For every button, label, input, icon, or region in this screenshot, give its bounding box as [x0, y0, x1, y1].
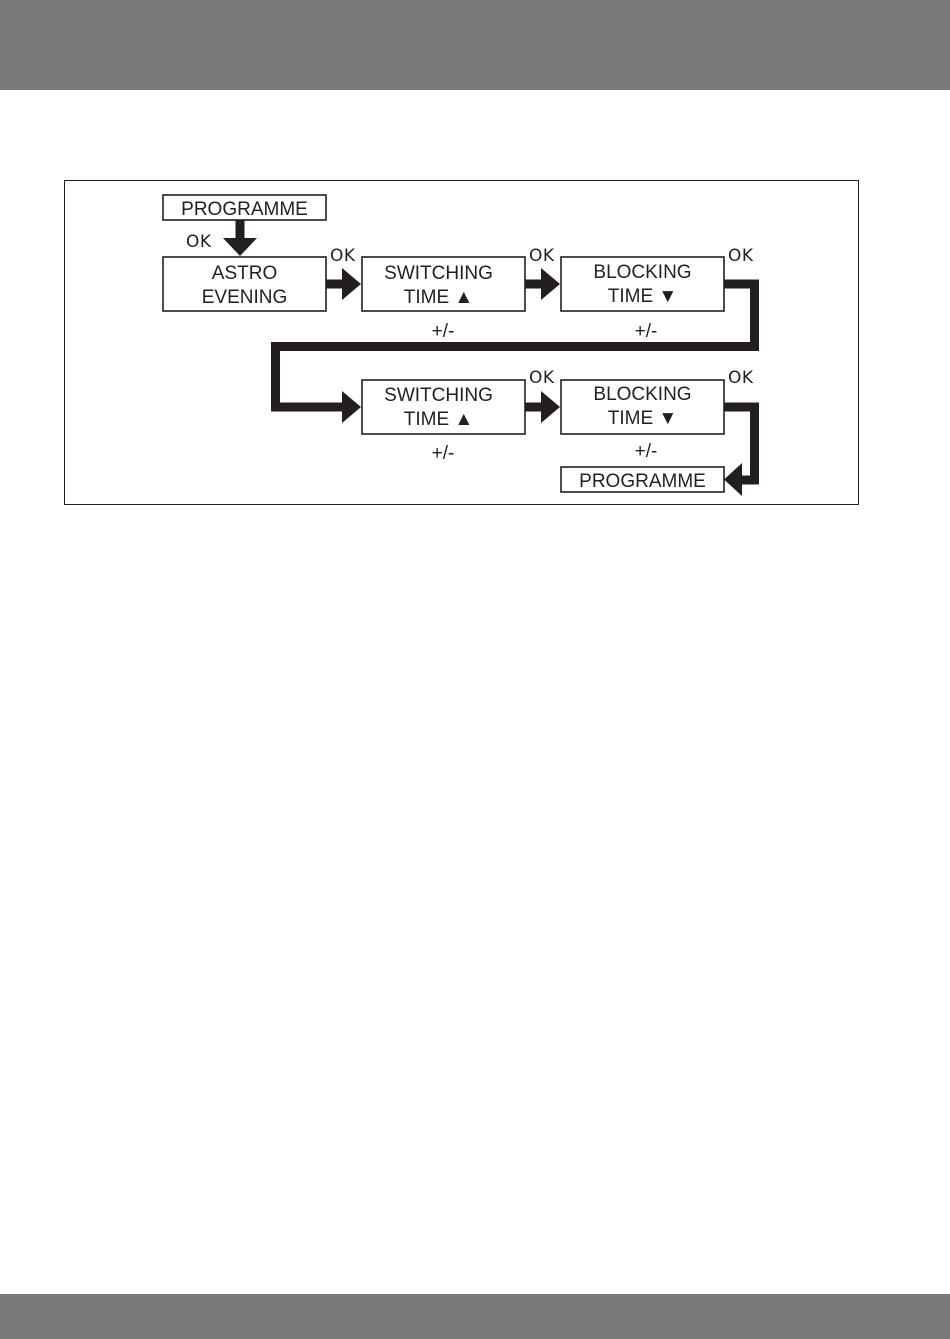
- programme-end-label: PROGRAMME: [579, 471, 706, 492]
- ok-label-2: OK: [330, 246, 356, 266]
- switching-label-1: SWITCHING: [384, 263, 493, 284]
- plus-minus-label-4: +/-: [635, 441, 658, 462]
- ok-label-1: OK: [186, 232, 212, 252]
- arrow-down-to-astro: [223, 220, 257, 256]
- ok-label-5: OK: [529, 368, 555, 388]
- ok-label-6: OK: [728, 368, 754, 388]
- programme-start-label: PROGRAMME: [181, 199, 308, 220]
- time-down-label-1: TIME ▼: [608, 286, 677, 307]
- evening-label: EVENING: [202, 287, 288, 308]
- plus-minus-label-1: +/-: [432, 321, 455, 342]
- ok-label-3: OK: [529, 246, 555, 266]
- plus-minus-label-2: +/-: [635, 321, 658, 342]
- plus-minus-label-3: +/-: [432, 443, 455, 464]
- arrow-astro-to-switching-1: [326, 268, 361, 300]
- arrow-switching-1-to-blocking-1: [525, 268, 560, 300]
- switching-label-2: SWITCHING: [384, 385, 493, 406]
- astro-label: ASTRO: [212, 263, 277, 284]
- time-up-label-1: TIME ▲: [404, 287, 473, 308]
- blocking-label-2: BLOCKING: [593, 384, 691, 405]
- ok-label-4: OK: [728, 246, 754, 266]
- blocking-label-1: BLOCKING: [593, 262, 691, 283]
- time-down-label-2: TIME ▼: [608, 408, 677, 429]
- arrow-switching-2-to-blocking-2: [525, 391, 560, 423]
- arrow-return-to-programme: [724, 403, 759, 497]
- time-up-label-2: TIME ▲: [404, 409, 473, 430]
